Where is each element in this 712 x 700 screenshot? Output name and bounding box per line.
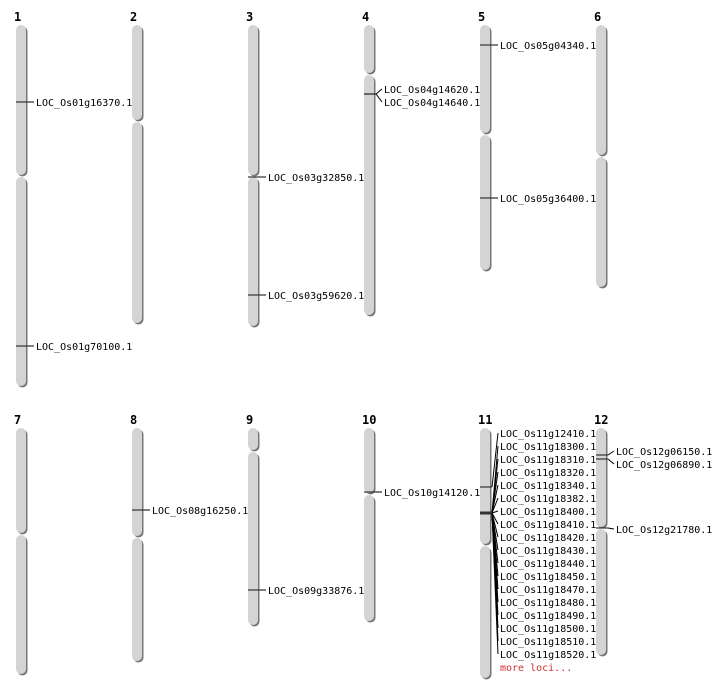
locus-connector <box>491 512 499 525</box>
locus-label[interactable]: LOC_Os04g14640.1 <box>384 98 480 109</box>
locus-label[interactable]: LOC_Os11g18510.1 <box>500 637 596 648</box>
locus-label[interactable]: LOC_Os11g18520.1 <box>500 650 596 661</box>
locus-label[interactable]: LOC_Os10g14120.1 <box>384 488 480 499</box>
chromosome-label: 1 <box>14 10 21 24</box>
locus-label[interactable]: LOC_Os11g18470.1 <box>500 585 596 596</box>
locus-label[interactable]: LOC_Os03g59620.1 <box>268 291 364 302</box>
chromosome-q-arm[interactable] <box>248 452 258 625</box>
chromosome-q-arm[interactable] <box>16 535 26 674</box>
chromosome-label: 9 <box>246 413 253 427</box>
chromosome-label: 12 <box>594 413 608 427</box>
locus-label[interactable]: LOC_Os11g18430.1 <box>500 546 596 557</box>
chromosome-p-arm[interactable] <box>132 428 142 536</box>
chromosome-7: 7 <box>14 413 28 676</box>
locus-label[interactable]: LOC_Os08g16250.1 <box>152 506 248 517</box>
chromosome-label: 7 <box>14 413 21 427</box>
locus-label[interactable]: LOC_Os11g18410.1 <box>500 520 596 531</box>
chromosome-q-arm[interactable] <box>596 529 606 655</box>
chromosome-q-arm[interactable] <box>480 546 490 678</box>
chromosome-label: 4 <box>362 10 369 24</box>
locus-label[interactable]: LOC_Os11g18400.1 <box>500 507 596 518</box>
locus-label[interactable]: LOC_Os12g06890.1 <box>616 460 712 471</box>
more-loci-link[interactable]: more loci... <box>500 663 572 674</box>
chromosome-q-arm[interactable] <box>596 157 606 287</box>
chromosome-11: 11LOC_Os11g12410.1LOC_Os11g18300.1LOC_Os… <box>478 413 596 680</box>
locus-label[interactable]: LOC_Os05g04340.1 <box>500 41 596 52</box>
chromosome-p-arm[interactable] <box>480 428 490 544</box>
chromosome-p-arm[interactable] <box>480 25 490 133</box>
chromosome-q-arm[interactable] <box>364 495 374 621</box>
chromosome-q-arm[interactable] <box>364 75 374 315</box>
locus-connector <box>491 432 499 488</box>
chromosome-label: 11 <box>478 413 492 427</box>
chromosome-12: 12LOC_Os12g06150.1LOC_Os12g06890.1LOC_Os… <box>594 413 712 657</box>
chromosome-q-arm[interactable] <box>480 135 490 270</box>
chromosome-p-arm[interactable] <box>16 25 26 175</box>
locus-label[interactable]: LOC_Os11g18490.1 <box>500 611 596 622</box>
locus-connector <box>607 527 615 530</box>
chromosome-p-arm[interactable] <box>132 25 142 120</box>
locus-label[interactable]: LOC_Os12g06150.1 <box>616 447 712 458</box>
chromosome-p-arm[interactable] <box>248 25 258 175</box>
locus-label[interactable]: LOC_Os11g18320.1 <box>500 468 596 479</box>
chromosome-p-arm[interactable] <box>364 25 374 73</box>
locus-label[interactable]: LOC_Os05g36400.1 <box>500 194 596 205</box>
locus-label[interactable]: LOC_Os03g32850.1 <box>268 173 364 184</box>
locus-connector <box>491 497 499 514</box>
locus-connector <box>491 510 499 514</box>
chromosome-2: 2 <box>130 10 144 325</box>
chromosome-q-arm[interactable] <box>16 177 26 386</box>
locus-label[interactable]: LOC_Os01g70100.1 <box>36 342 132 353</box>
locus-label[interactable]: LOC_Os11g18440.1 <box>500 559 596 570</box>
chromosome-p-arm[interactable] <box>596 428 606 527</box>
locus-label[interactable]: LOC_Os11g18300.1 <box>500 442 596 453</box>
chromosome-p-arm[interactable] <box>16 428 26 533</box>
locus-label[interactable]: LOC_Os11g18450.1 <box>500 572 596 583</box>
chromosome-6: 6 <box>594 10 608 289</box>
locus-label[interactable]: LOC_Os09g33876.1 <box>268 586 364 597</box>
locus-connector <box>607 450 615 456</box>
chromosome-q-arm[interactable] <box>132 122 142 323</box>
locus-label[interactable]: LOC_Os11g18310.1 <box>500 455 596 466</box>
chromosome-label: 10 <box>362 413 376 427</box>
locus-connector <box>375 93 383 103</box>
locus-label[interactable]: LOC_Os11g18420.1 <box>500 533 596 544</box>
locus-label[interactable]: LOC_Os11g18480.1 <box>500 598 596 609</box>
chromosome-q-arm[interactable] <box>132 538 142 661</box>
chromosome-label: 5 <box>478 10 485 24</box>
chromosome-label: 6 <box>594 10 601 24</box>
locus-connector <box>491 484 499 514</box>
chromosome-label: 3 <box>246 10 253 24</box>
locus-label[interactable]: LOC_Os11g12410.1 <box>500 429 596 440</box>
locus-label[interactable]: LOC_Os01g16370.1 <box>36 98 132 109</box>
chromosome-q-arm[interactable] <box>248 177 258 326</box>
locus-connector <box>607 458 615 465</box>
locus-connector <box>375 88 383 95</box>
chromosome-label: 8 <box>130 413 137 427</box>
locus-label[interactable]: LOC_Os12g21780.1 <box>616 525 712 536</box>
chromosome-p-arm[interactable] <box>364 428 374 493</box>
locus-label[interactable]: LOC_Os11g18382.1 <box>500 494 596 505</box>
chromosome-p-arm[interactable] <box>248 428 258 450</box>
chromosome-p-arm[interactable] <box>596 25 606 155</box>
locus-label[interactable]: LOC_Os04g14620.1 <box>384 85 480 96</box>
locus-label[interactable]: LOC_Os11g18340.1 <box>500 481 596 492</box>
locus-connector <box>491 512 499 655</box>
locus-label[interactable]: LOC_Os11g18500.1 <box>500 624 596 635</box>
chromosome-label: 2 <box>130 10 137 24</box>
